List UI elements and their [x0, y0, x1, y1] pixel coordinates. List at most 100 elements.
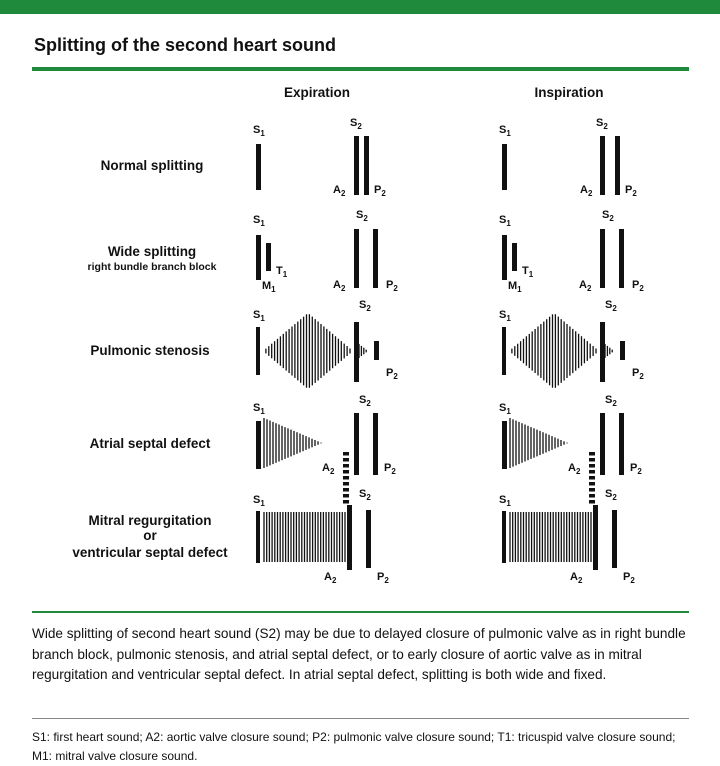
s1-label-wide-expiration: S1 [253, 214, 265, 228]
m1-bar-inspiration [502, 235, 507, 280]
p2-label-asd-expiration: P2 [384, 462, 396, 476]
row-label-normal-splitting: Normal splitting [101, 158, 204, 173]
a2-bar-wide-inspiration [600, 229, 605, 288]
s1-label-mr-inspiration: S1 [499, 494, 511, 508]
s1-bar-mr-inspiration [502, 511, 506, 563]
a2-bar-inspiration [600, 136, 605, 195]
p2-label-wide-expiration: P2 [386, 279, 398, 293]
a2-bar-mr-expiration [347, 505, 352, 570]
a2-bar-ps-expiration [354, 322, 359, 382]
a2-bar-wide-expiration [354, 229, 359, 288]
p2-label-mr-inspiration: P2 [623, 571, 635, 585]
p2-label-mr-expiration: P2 [377, 571, 389, 585]
p2-label-expiration: P2 [374, 184, 386, 198]
a2-label-wide-inspiration: A2 [579, 279, 592, 293]
s1-bar-ps-inspiration [502, 327, 506, 375]
dotted-line-asd-inspiration [589, 470, 595, 474]
p2-bar-wide-expiration [373, 229, 378, 288]
row-label-wide-splitting: Wide splitting [108, 244, 196, 259]
figure-legend: S1: first heart sound; A2: aortic valve … [32, 730, 676, 763]
title-divider [32, 67, 689, 71]
row-label-or: or [143, 528, 157, 543]
s1-label-wide-inspiration: S1 [499, 214, 511, 228]
row-label-pulmonic-stenosis: Pulmonic stenosis [90, 343, 209, 358]
s1-label-inspiration: S1 [499, 124, 511, 138]
column-header-inspiration: Inspiration [534, 85, 603, 100]
row-label-ventricular-septal-defect: ventricular septal defect [72, 545, 228, 560]
s1-label-expiration: S1 [253, 124, 265, 138]
a2-label-asd-expiration: A2 [322, 462, 335, 476]
dotted-line-asd-expiration [343, 470, 349, 474]
s1-bar-expiration [256, 144, 261, 190]
p2-bar-inspiration [615, 136, 620, 195]
row-label-atrial-septal-defect: Atrial septal defect [90, 436, 211, 451]
s2-label-wide-inspiration: S2 [602, 209, 614, 223]
heart-sound-diagram: Expiration Inspiration Normal splitting … [72, 85, 644, 585]
p2-label-ps-inspiration: P2 [632, 367, 644, 381]
dotted-line-asd-inspiration [589, 488, 595, 492]
dotted-line-asd-expiration [343, 488, 349, 492]
t1-bar-inspiration [512, 243, 517, 271]
a2-bar-asd-expiration [354, 413, 359, 475]
a2-label-mr-inspiration: A2 [570, 571, 583, 585]
a2-label-asd-inspiration: A2 [568, 462, 581, 476]
t1-label-expiration: T1 [276, 265, 288, 279]
s1-bar-mr-expiration [256, 511, 260, 563]
p2-bar-wide-inspiration [619, 229, 624, 288]
page-title: Splitting of the second heart sound [34, 35, 337, 55]
dotted-line-asd-inspiration [589, 458, 595, 462]
dotted-line-asd-inspiration [589, 464, 595, 468]
s2-label-inspiration: S2 [596, 117, 608, 131]
s1-label-asd-inspiration: S1 [499, 402, 511, 416]
s2-label-asd-inspiration: S2 [605, 394, 617, 408]
s2-label-mr-inspiration: S2 [605, 488, 617, 502]
p2-bar-mr-expiration [366, 510, 371, 568]
p2-bar-asd-expiration [373, 413, 378, 475]
legend-divider [32, 718, 689, 719]
dotted-line-asd-expiration [343, 494, 349, 498]
s1-bar-ps-expiration [256, 327, 260, 375]
s2-label-mr-expiration: S2 [359, 488, 371, 502]
m1-bar-expiration [256, 235, 261, 280]
s2-label-wide-expiration: S2 [356, 209, 368, 223]
s1-bar-asd-inspiration [502, 421, 507, 469]
s1-bar-asd-expiration [256, 421, 261, 469]
p2-label-wide-inspiration: P2 [632, 279, 644, 293]
a2-label-inspiration: A2 [580, 184, 593, 198]
s1-label-asd-expiration: S1 [253, 402, 265, 416]
s2-label-asd-expiration: S2 [359, 394, 371, 408]
p2-bar-asd-inspiration [619, 413, 624, 475]
s1-label-ps-expiration: S1 [253, 309, 265, 323]
p2-bar-expiration [364, 136, 369, 195]
t1-label-inspiration: T1 [522, 265, 534, 279]
p2-bar-ps-expiration [374, 341, 379, 360]
column-header-expiration: Expiration [284, 85, 350, 100]
dotted-line-asd-expiration [343, 458, 349, 462]
a2-bar-asd-inspiration [600, 413, 605, 475]
s2-label-expiration: S2 [350, 117, 362, 131]
dotted-line-asd-expiration [343, 482, 349, 486]
s2-label-ps-inspiration: S2 [605, 299, 617, 313]
dotted-line-asd-expiration [343, 464, 349, 468]
s1-label-mr-expiration: S1 [253, 494, 265, 508]
dotted-line-asd-inspiration [589, 500, 595, 504]
dotted-line-asd-inspiration [589, 476, 595, 480]
top-accent-bar [0, 0, 720, 14]
dotted-line-asd-inspiration [589, 482, 595, 486]
row-label-mitral-regurgitation: Mitral regurgitation [88, 513, 211, 528]
row-sublabel-right-bundle-branch-block: right bundle branch block [88, 261, 217, 273]
t1-bar-expiration [266, 243, 271, 271]
p2-label-asd-inspiration: P2 [630, 462, 642, 476]
a2-label-wide-expiration: A2 [333, 279, 346, 293]
s2-label-ps-expiration: S2 [359, 299, 371, 313]
m1-label-inspiration: M1 [508, 280, 522, 294]
figure-caption: Wide splitting of second heart sound (S2… [32, 626, 686, 682]
m1-label-expiration: M1 [262, 280, 276, 294]
p2-bar-ps-inspiration [620, 341, 625, 360]
dotted-line-asd-inspiration [589, 494, 595, 498]
p2-label-ps-expiration: P2 [386, 367, 398, 381]
a2-label-mr-expiration: A2 [324, 571, 337, 585]
p2-bar-mr-inspiration [612, 510, 617, 568]
caption-divider [32, 611, 689, 613]
